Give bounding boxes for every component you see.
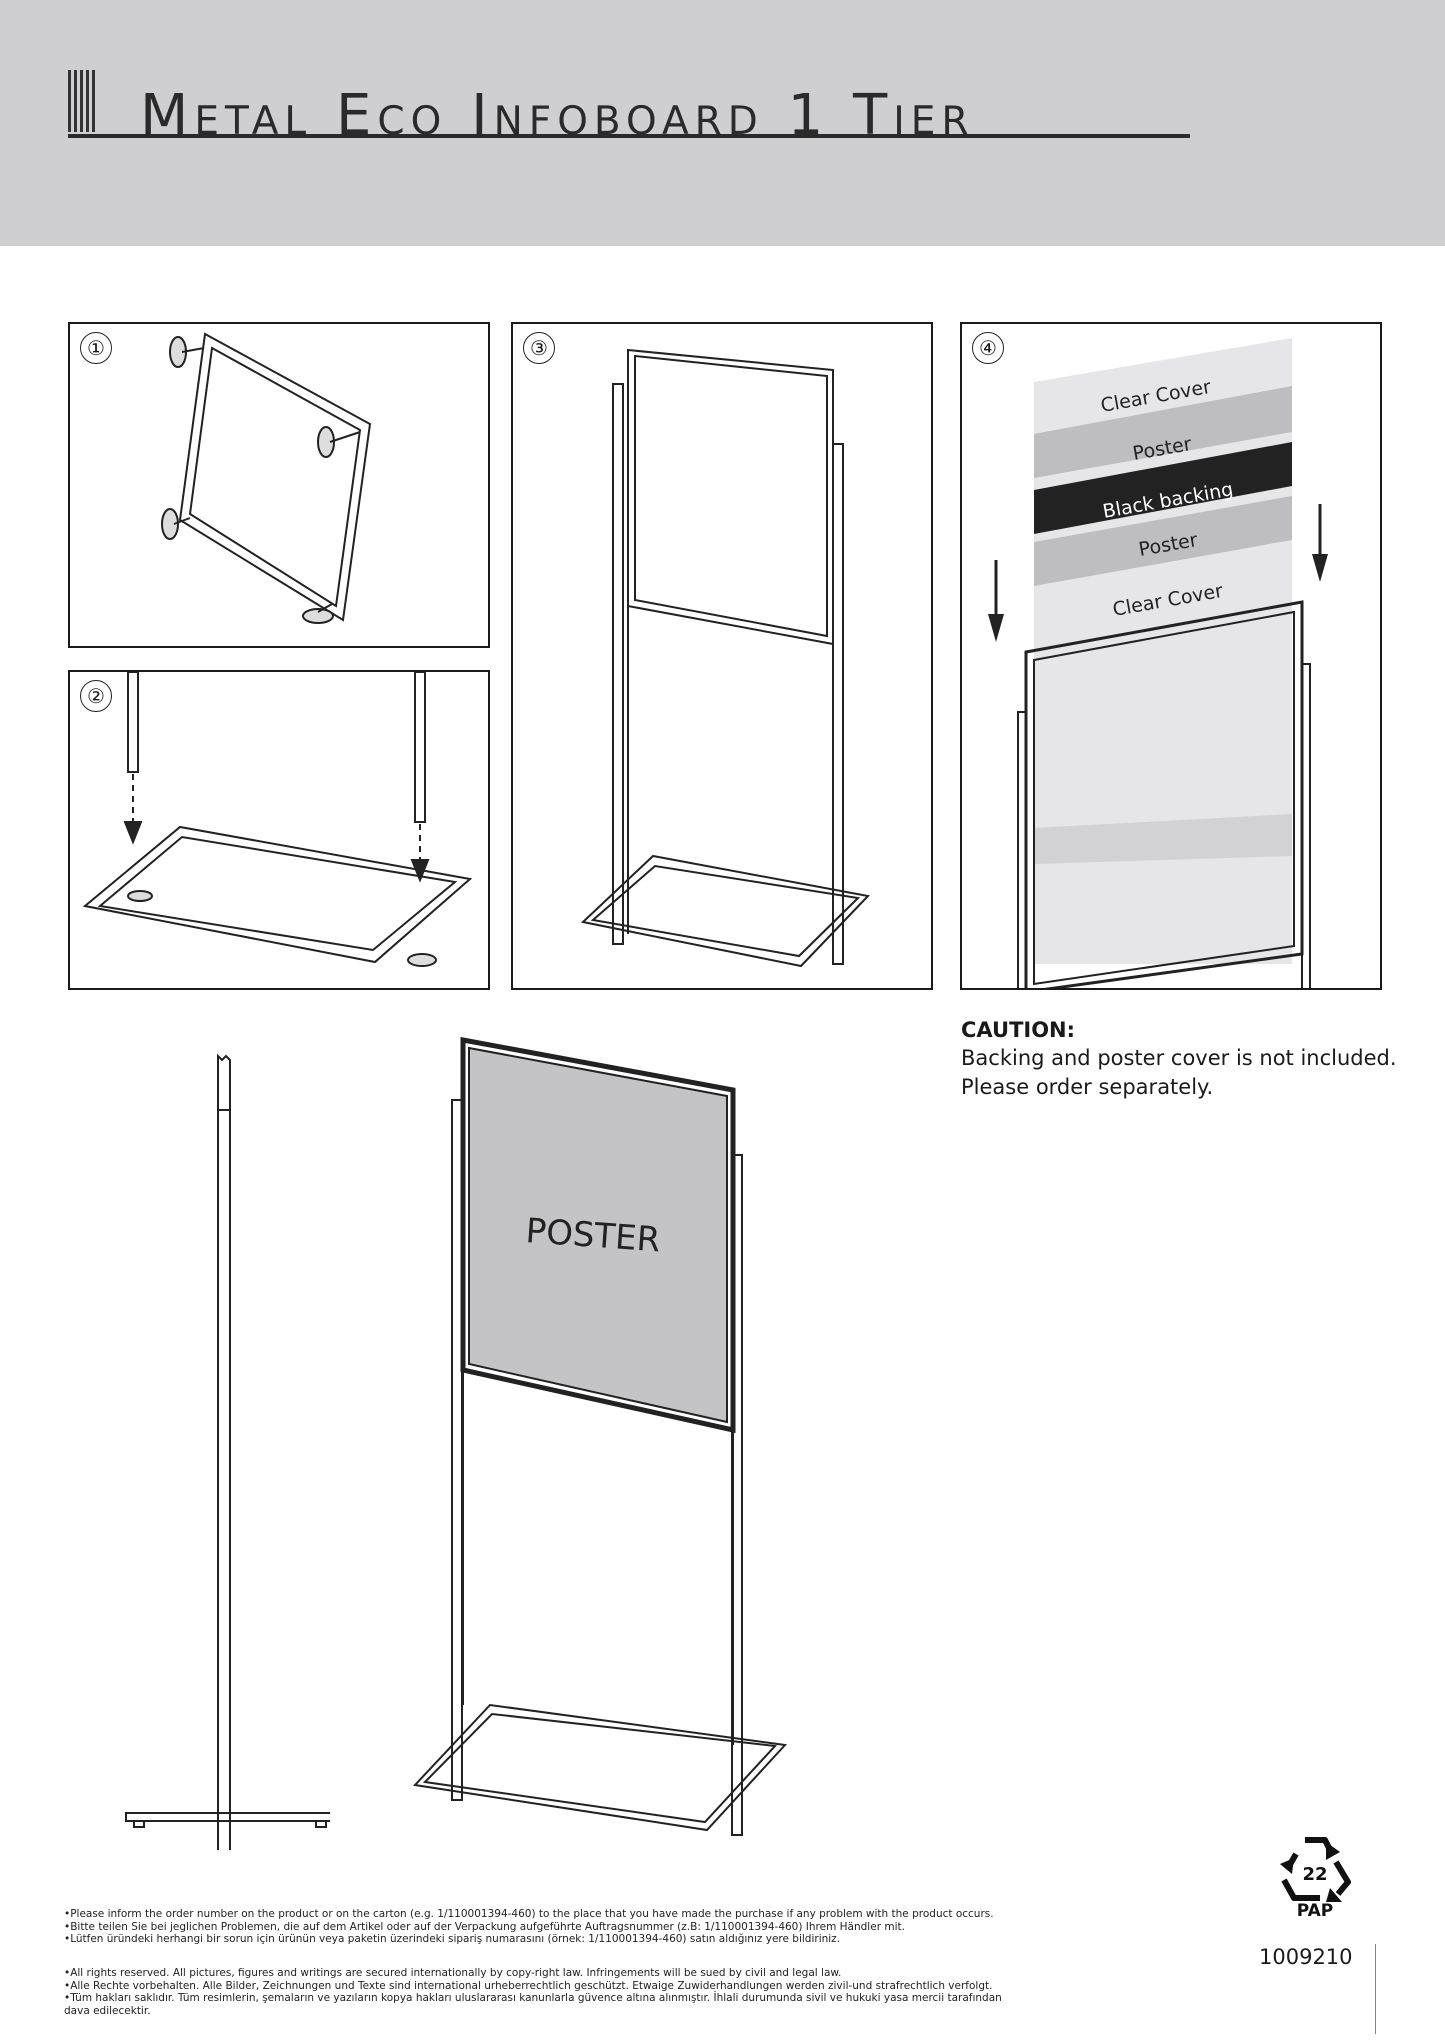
step-3-panel: ③ <box>511 322 933 990</box>
step-1-panel: ① <box>68 322 490 648</box>
footer-line: •Lütfen üründeki herhangi bir sorun için… <box>64 1933 841 1945</box>
recycle-code: 22 <box>1302 1864 1327 1885</box>
footer-line: •Bitte teilen Sie bei jeglichen Probleme… <box>64 1920 905 1933</box>
footer-notice-2: •All rights reserved. All pictures, figu… <box>64 1967 1214 2017</box>
caution-line: Backing and poster cover is not included… <box>961 1046 1397 1070</box>
title-stripes-icon <box>68 70 95 132</box>
caution-line: Please order separately. <box>961 1075 1214 1099</box>
assembled-stand-illustration <box>580 348 871 968</box>
uprights-into-base-illustration <box>82 672 473 967</box>
caution-note: CAUTION: Backing and poster cover is not… <box>961 1016 1401 1102</box>
footer-line: •All rights reserved. All pictures, figu… <box>64 1967 842 1979</box>
footer-line: •Tüm hakları saklıdır. Tüm resimlerin, ş… <box>64 1992 1002 2004</box>
footer-notice-1: •Please inform the order number on the p… <box>64 1908 1214 1946</box>
footer-line: •Alle Rechte vorbehalten. Alle Bilder, Z… <box>64 1979 993 1992</box>
footer-line: •Please inform the order number on the p… <box>64 1908 994 1920</box>
footer-line: dava edilecektir. <box>64 2004 151 2017</box>
recycle-label: PAP <box>1297 1901 1334 1918</box>
recycle-pap-icon: 22 PAP <box>1280 1837 1351 1918</box>
divider <box>1375 1944 1376 2034</box>
step-number: ① <box>80 332 112 364</box>
step-4-panel: ④ Clear Cover Poster Black backing Poste… <box>960 322 1382 990</box>
header-band: Metal Eco Infoboard 1 Tier <box>0 0 1445 246</box>
finished-stand-illustration: POSTER <box>412 1036 788 1836</box>
step-number: ③ <box>523 332 555 364</box>
step-2-panel: ② <box>68 670 490 990</box>
frame-with-fasteners-illustration <box>161 332 372 624</box>
title-underline <box>68 134 1190 138</box>
poster-label: POSTER <box>524 1211 661 1260</box>
step-number: ② <box>80 680 112 712</box>
step-number: ④ <box>972 332 1004 364</box>
article-number: 1009210 <box>1259 1945 1353 1969</box>
side-view-illustration <box>125 1053 330 1850</box>
caution-title: CAUTION: <box>961 1018 1076 1042</box>
poster-layering-illustration: Clear Cover Poster Black backing Poster … <box>988 338 1328 988</box>
